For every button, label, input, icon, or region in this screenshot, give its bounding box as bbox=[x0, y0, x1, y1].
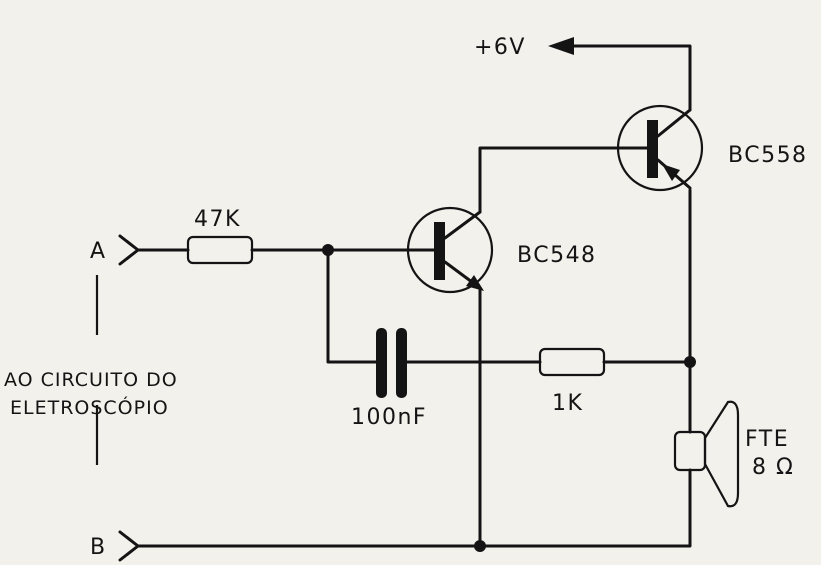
terminal-a-label: A bbox=[90, 239, 107, 264]
wire-speaker-to-ground bbox=[136, 468, 692, 548]
supply-arrow bbox=[548, 37, 574, 55]
q1-label: BC548 bbox=[517, 243, 597, 268]
junction-base bbox=[322, 244, 334, 256]
supply-label: +6V bbox=[474, 35, 526, 60]
side-note-line1: AO CIRCUITO DO bbox=[4, 369, 178, 391]
resistor-r1 bbox=[186, 235, 254, 265]
wire-junction-to-capacitor bbox=[326, 248, 382, 364]
capacitor-c1 bbox=[376, 328, 407, 398]
terminal-b-label: B bbox=[90, 535, 107, 560]
r1-label: 47K bbox=[194, 207, 241, 232]
side-note-line2: ELETROSCÓPIO bbox=[10, 395, 169, 419]
wire-q1-collector-to-q2-base bbox=[478, 146, 622, 214]
junction-output bbox=[684, 356, 696, 368]
capacitor-label: 100nF bbox=[351, 405, 427, 430]
speaker-impedance-label: 8 Ω bbox=[752, 455, 794, 480]
terminal-b-chevron bbox=[118, 530, 140, 562]
r2-label: 1K bbox=[552, 391, 583, 416]
transistor-q1 bbox=[406, 206, 494, 294]
speaker-label: FTE bbox=[745, 427, 789, 452]
transistor-q2 bbox=[616, 104, 704, 192]
q2-label: BC558 bbox=[728, 143, 808, 168]
junction-ground bbox=[474, 540, 486, 552]
speaker bbox=[673, 400, 740, 508]
terminal-a-chevron bbox=[118, 234, 140, 266]
wire-q2-emitter-to-supply bbox=[568, 44, 692, 112]
resistor-r2 bbox=[538, 347, 606, 377]
